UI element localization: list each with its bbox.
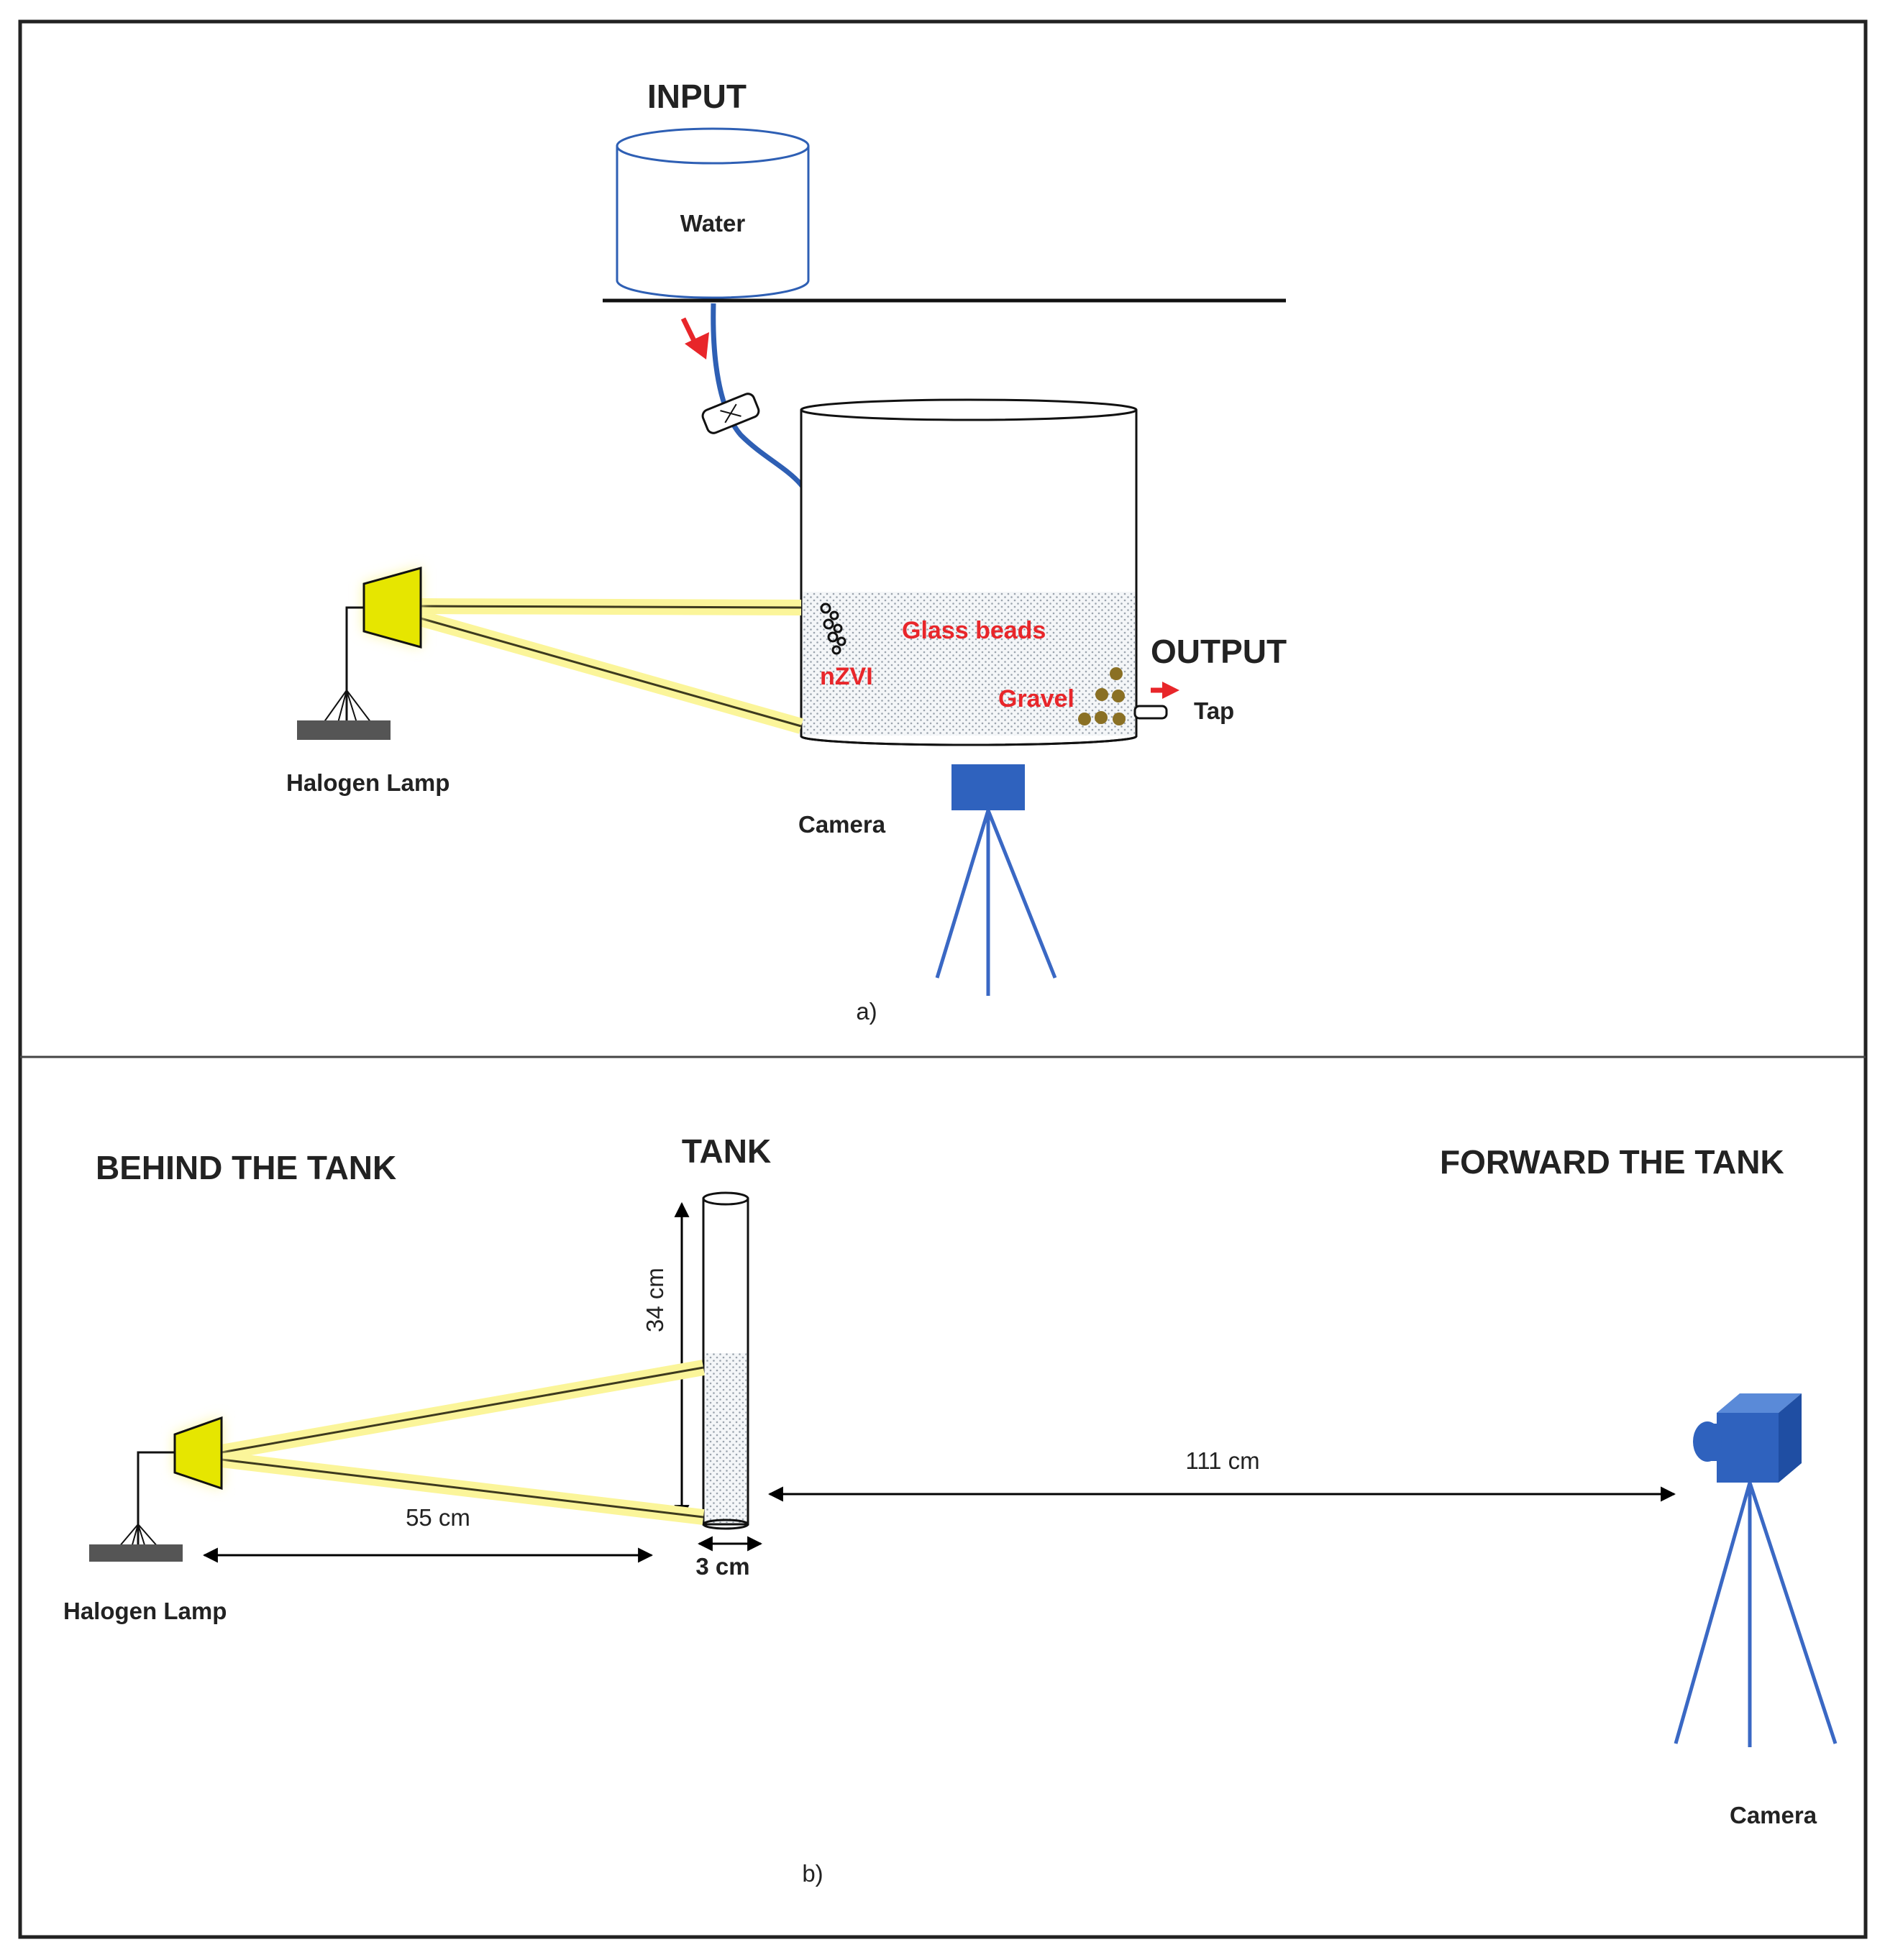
- light-beams-a: [418, 598, 804, 734]
- lamp-label-a: Halogen Lamp: [286, 769, 449, 796]
- nzvi-particles: [820, 603, 846, 655]
- camera-label-b: Camera: [1730, 1802, 1817, 1828]
- valve-icon: [701, 393, 760, 434]
- tank-label: TANK: [682, 1132, 771, 1170]
- water-label: Water: [680, 210, 746, 237]
- camera-b: [1674, 1393, 1838, 1747]
- halogen-lamp-b: [89, 1416, 223, 1562]
- glass-beads-region: [803, 592, 1135, 736]
- panel-b: BEHIND THE TANK TANK FORWARD THE TANK 34…: [63, 1132, 1838, 1887]
- panel-a: INPUT Water: [286, 78, 1287, 1025]
- panel-a-label: a): [856, 998, 877, 1025]
- light-beams-b: [220, 1360, 705, 1525]
- lamp-label-b: Halogen Lamp: [63, 1598, 227, 1624]
- camera-distance-label: 111 cm: [1185, 1447, 1259, 1474]
- gravel-label: Gravel: [998, 685, 1074, 713]
- output-label: OUTPUT: [1151, 633, 1287, 670]
- gravel-stones: [1078, 667, 1126, 725]
- height-label: 34 cm: [642, 1268, 668, 1332]
- tank-fill: [705, 1353, 747, 1523]
- forward-label: FORWARD THE TANK: [1440, 1143, 1784, 1181]
- nzvi-label: nZVI: [820, 663, 873, 690]
- input-flow-arrow: [680, 317, 709, 360]
- glass-beads-label: Glass beads: [902, 617, 1046, 644]
- camera-a: [935, 764, 1057, 996]
- camera-label-a: Camera: [798, 811, 886, 838]
- tap: [1133, 705, 1168, 720]
- outer-frame: [18, 19, 1868, 1939]
- narrow-tank: [702, 1191, 749, 1530]
- panel-b-label: b): [802, 1860, 823, 1887]
- output-flow-arrow: [1151, 682, 1179, 699]
- behind-label: BEHIND THE TANK: [96, 1149, 396, 1186]
- lamp-distance-label: 55 cm: [406, 1504, 470, 1531]
- width-label: 3 cm: [695, 1553, 749, 1580]
- water-reservoir: Water: [616, 127, 810, 299]
- halogen-lamp-a: [297, 567, 422, 740]
- tap-label: Tap: [1194, 697, 1234, 724]
- input-label: INPUT: [647, 78, 747, 115]
- main-tank: [800, 398, 1138, 746]
